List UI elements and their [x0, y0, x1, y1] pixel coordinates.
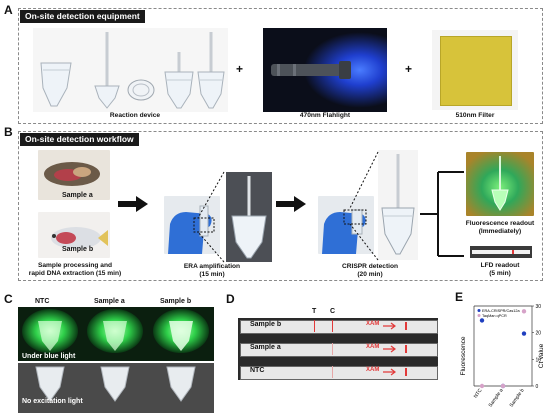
strip-pad-2 — [405, 345, 407, 353]
strip-pad — [405, 322, 407, 330]
panel-b-frame — [18, 131, 543, 281]
fluorescence-label-2: (Immediately) — [478, 228, 522, 235]
strip-mark-ntc: XAM — [366, 367, 380, 373]
right-tick-label: 10 — [536, 357, 542, 363]
strip-arrow-icon-3 — [383, 368, 396, 376]
lfd-label-2: (5 min) — [489, 270, 511, 277]
panel-a-frame — [18, 8, 543, 124]
lfd-label-1: LFD readout — [480, 262, 520, 269]
strip-sample-b — [240, 320, 438, 334]
era-label-1: ERA amplification — [183, 263, 241, 270]
right-tick-label: 20 — [536, 331, 542, 337]
right-tick-label: 30 — [536, 304, 542, 310]
crispr-label-1: CRISPR detection — [341, 263, 399, 270]
reaction-devices-image — [33, 28, 228, 112]
data-point-2 — [479, 383, 485, 389]
strip-sample-a — [240, 343, 438, 357]
strip-mark-sample-b: XAM — [366, 321, 380, 327]
filter-label: 510nm Filter — [455, 112, 495, 119]
no-light-caption: No excitation light — [22, 398, 83, 405]
strip-label-sample-a: Sample a — [250, 344, 281, 351]
zoom-lines — [197, 171, 225, 263]
panel-a-letter: A — [4, 3, 13, 17]
panel-b-title: On-site detection workflow — [20, 133, 139, 146]
panel-c-letter: C — [4, 292, 13, 306]
panel-b-letter: B — [4, 125, 13, 139]
strip-label-sample-b: Sample b — [250, 321, 282, 328]
right-tick-label: 0 — [536, 384, 539, 390]
strip-arrow-icon-2 — [383, 345, 396, 353]
sample-a-label: Sample a — [62, 192, 93, 199]
branch-bracket — [420, 171, 464, 257]
strip-ntc — [240, 366, 438, 380]
arrow-right-icon-2 — [276, 196, 306, 212]
strip-t-line — [314, 320, 315, 332]
panel-a-title: On-site detection equipment — [20, 10, 145, 23]
sample-b-label: Sample b — [62, 246, 94, 253]
t-line-label: T — [312, 308, 317, 315]
data-point-1 — [479, 318, 485, 323]
no-light-photo — [18, 363, 214, 413]
strip-c-line-2 — [332, 343, 333, 355]
crispr-label-2: (20 min) — [357, 271, 383, 278]
blue-light-caption: Under blue light — [22, 353, 76, 360]
y-axis-label-right: Ct Value — [538, 343, 545, 368]
fluorescence-photo — [466, 152, 534, 216]
col-label-ntc: NTC — [35, 298, 50, 305]
legend-marker-2 — [477, 314, 481, 317]
col-label-sample-a: Sample a — [94, 298, 125, 305]
strip-mark-sample-a: XAM — [366, 344, 380, 350]
strip-c-line-3 — [332, 366, 333, 378]
strip-arrow-icon — [383, 322, 396, 330]
panel-e-letter: E — [455, 290, 464, 304]
data-point-1 — [521, 331, 527, 336]
crispr-tube-closeup — [378, 150, 418, 260]
data-point-2 — [500, 383, 506, 389]
x-tick-label: Sample a — [488, 388, 505, 409]
processing-label-2: rapid DNA extraction (15 min) — [28, 270, 122, 277]
plus-sign-1: + — [236, 62, 244, 76]
legend-marker-1 — [477, 309, 481, 312]
sample-b-photo — [38, 212, 110, 258]
blue-light-photo — [18, 307, 214, 361]
sample-a-photo — [38, 150, 110, 200]
processing-label-1: Sample processing and — [37, 262, 113, 269]
y-axis-label-left: Fluorescence — [460, 336, 467, 375]
c-line-label: C — [330, 308, 336, 315]
plus-sign-2: + — [405, 62, 413, 76]
filter-image — [440, 36, 512, 106]
reaction-device-label: Reaction device — [109, 112, 161, 119]
fluorescence-label-1: Fluorescence readout — [465, 220, 535, 227]
strip-pad-3 — [405, 368, 407, 376]
legend-entry-2: TaqMan qPCR — [482, 314, 507, 318]
chart-marks — [477, 309, 527, 389]
strip-label-ntc: NTC — [250, 367, 265, 374]
lfd-strip-photo — [470, 246, 532, 258]
data-point-2 — [521, 309, 527, 314]
x-tick-label: Sample b — [509, 388, 526, 409]
arrow-right-icon — [118, 196, 148, 212]
zoom-lines-2 — [349, 151, 379, 261]
era-label-2: (15 min) — [199, 271, 225, 278]
strip-c-line — [332, 320, 333, 332]
crispr-hand-photo — [318, 196, 374, 254]
flashlight-image — [263, 28, 387, 112]
panel-d-letter: D — [226, 292, 235, 306]
flashlight-label: 470nm Flahlight — [299, 112, 351, 119]
col-label-sample-b: Sample b — [160, 298, 192, 305]
era-tube-closeup — [226, 172, 272, 262]
x-tick-label: NTC — [473, 387, 484, 399]
era-hand-photo — [164, 196, 220, 254]
legend-entry-1: ERA-CRISPR/Cas12a — [482, 309, 520, 313]
